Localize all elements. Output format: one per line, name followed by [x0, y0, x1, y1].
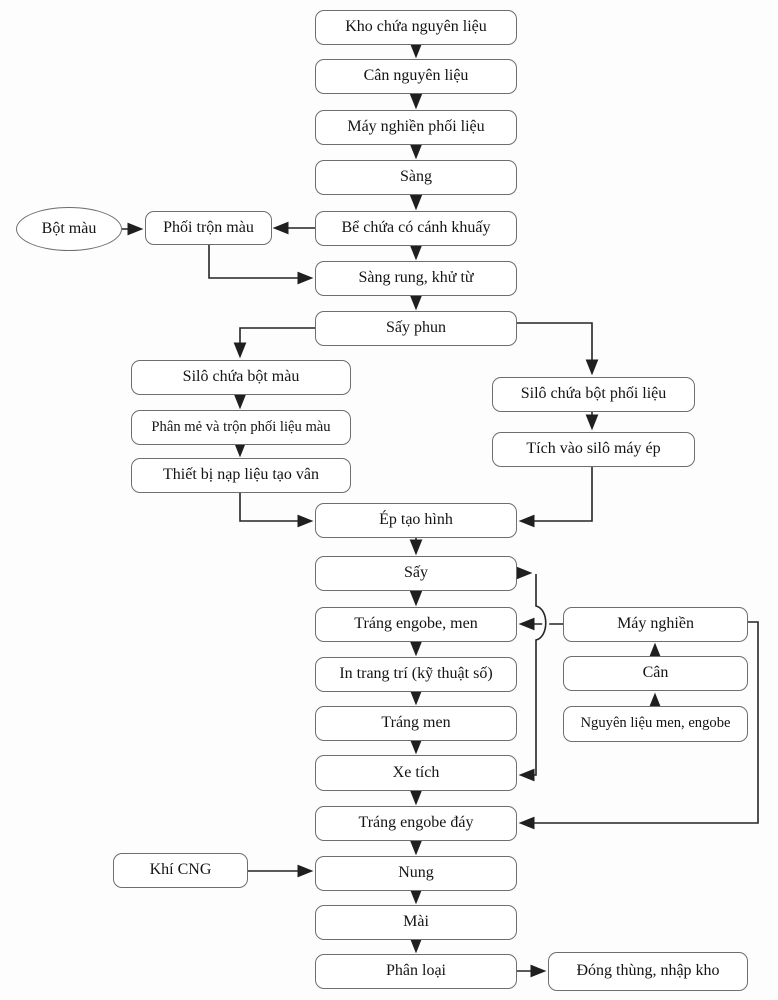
node-khi-cng: Khí CNG — [113, 853, 248, 888]
edge-say-phun-to-silo-phoi-lieu — [517, 322, 599, 376]
node-xe-tich: Xe tích — [315, 755, 517, 791]
node-can-nguyen-lieu: Cân nguyên liệu — [315, 59, 517, 94]
node-silo-chua-bot-mau: Silô chứa bột màu — [131, 360, 351, 395]
edge-tich-silo-to-ep — [518, 467, 593, 528]
node-may-nghien: Máy nghiền — [563, 607, 748, 642]
node-nguyen-lieu-men-engobe: Nguyên liệu men, engobe — [563, 706, 748, 742]
edge-say-bypass-hop-casing — [534, 602, 550, 644]
node-tich-vao-silo-may-ep: Tích vào silô máy ép — [492, 432, 695, 467]
node-mai: Mài — [315, 905, 517, 940]
edge-thiet-bi-nap-to-ep — [239, 493, 314, 528]
node-sang-rung-khu-tu: Sàng rung, khử từ — [315, 261, 517, 296]
node-kho-chua-nguyen-lieu: Kho chứa nguyên liệu — [315, 10, 517, 45]
node-ep-tao-hinh: Ép tạo hình — [315, 503, 517, 538]
node-silo-chua-bot-phoi-lieu: Silô chứa bột phối liệu — [492, 377, 695, 412]
node-phoi-tron-mau: Phối trộn màu — [145, 211, 272, 245]
edge-phoi-tron-to-sang-rung — [208, 245, 314, 285]
node-thiet-bi-nap-lieu: Thiết bị nạp liệu tạo vân — [131, 458, 351, 493]
node-trang-engobe-day: Tráng engobe đáy — [315, 806, 517, 841]
node-nung: Nung — [315, 856, 517, 891]
node-sang: Sàng — [315, 160, 517, 195]
edge-may-nghien-to-trang-engobe-day — [518, 621, 759, 830]
node-phan-me-va-tron: Phân mẻ và trộn phối liệu màu — [131, 410, 351, 445]
node-may-nghien-phoi-lieu: Máy nghiền phối liệu — [315, 110, 517, 145]
node-trang-men: Tráng men — [315, 706, 517, 741]
edge-say-bypass-to-xe-tich — [518, 574, 547, 782]
node-trang-engobe-men: Tráng engobe, men — [315, 607, 517, 642]
node-can: Cân — [563, 656, 748, 691]
node-say-phun: Sấy phun — [315, 311, 517, 346]
node-be-chua-co-canh-khuay: Bể chứa có cánh khuấy — [315, 211, 517, 246]
node-in-trang-tri: In trang trí (kỹ thuật số) — [315, 657, 517, 692]
edge-say-phun-to-silo-bot-mau — [233, 327, 315, 359]
node-dong-thung-nhap-kho: Đóng thùng, nhập kho — [548, 952, 748, 991]
node-bot-mau: Bột màu — [16, 207, 122, 251]
node-phan-loai: Phân loại — [315, 954, 517, 989]
node-say: Sấy — [315, 556, 517, 591]
